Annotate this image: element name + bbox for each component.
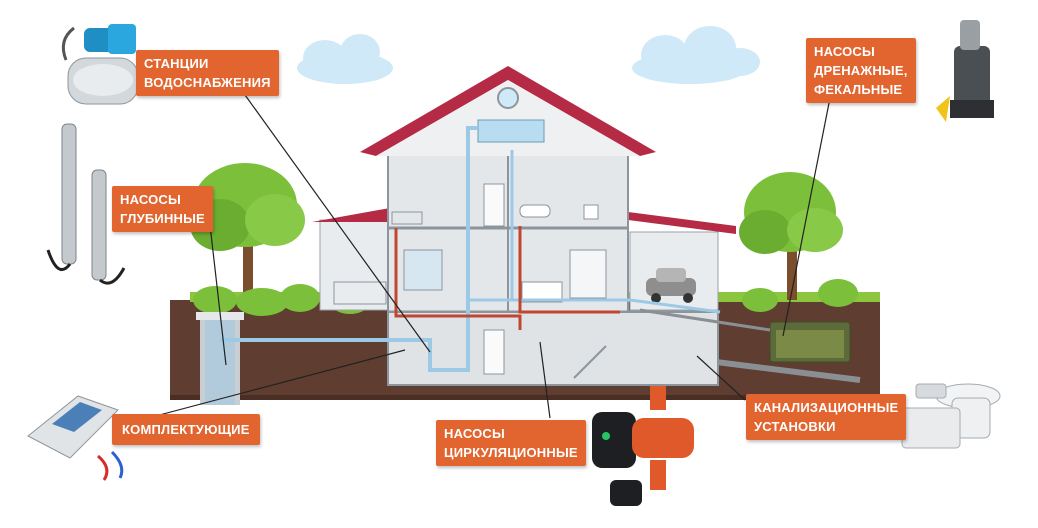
label-components[interactable]: КОМПЛЕКТУЮЩИЕ — [112, 414, 260, 445]
sewage-unit — [901, 383, 1001, 449]
label-water-stations[interactable]: СТАНЦИИ ВОДОСНАБЖЕНИЯ — [136, 50, 279, 96]
circulation-pump — [592, 386, 694, 506]
label-components-line1: КОМПЛЕКТУЮЩИЕ — [122, 422, 250, 437]
label-deep-pumps-line1: НАСОСЫ — [120, 192, 181, 207]
label-sewage-units-line2: УСТАНОВКИ — [754, 419, 836, 434]
water-station-pump — [61, 24, 139, 105]
car — [646, 268, 696, 303]
label-circulation-pumps[interactable]: НАСОСЫ ЦИРКУЛЯЦИОННЫЕ — [436, 420, 586, 466]
label-drainage-pumps-line2: ДРЕНАЖНЫЕ, — [814, 63, 908, 78]
label-sewage-units[interactable]: КАНАЛИЗАЦИОННЫЕ УСТАНОВКИ — [746, 394, 907, 440]
drainage-pump — [936, 20, 994, 122]
water-pipes — [220, 126, 771, 372]
cloud-left — [297, 34, 393, 84]
septic-tank — [769, 321, 851, 363]
label-drainage-pumps[interactable]: НАСОСЫ ДРЕНАЖНЫЕ, ФЕКАЛЬНЫЕ — [806, 38, 916, 103]
label-circulation-pumps-line2: ЦИРКУЛЯЦИОННЫЕ — [444, 445, 578, 460]
well — [196, 312, 244, 405]
label-deep-pumps-line2: ГЛУБИННЫЕ — [120, 211, 205, 226]
cloud-right — [632, 26, 760, 84]
bushes — [193, 279, 858, 316]
label-drainage-pumps-line1: НАСОСЫ — [814, 44, 875, 59]
roof — [360, 66, 656, 156]
label-deep-pumps[interactable]: НАСОСЫ ГЛУБИННЫЕ — [112, 186, 213, 232]
label-circulation-pumps-line1: НАСОСЫ — [444, 426, 505, 441]
tree-right — [739, 172, 843, 300]
label-drainage-pumps-line3: ФЕКАЛЬНЫЕ — [814, 82, 903, 97]
deep-well-pumps — [46, 123, 126, 285]
label-water-stations-line1: СТАНЦИИ — [144, 56, 209, 71]
pump-controller — [27, 395, 124, 481]
label-water-stations-line2: ВОДОСНАБЖЕНИЯ — [144, 75, 271, 90]
tree-left — [190, 163, 305, 300]
label-sewage-units-line1: КАНАЛИЗАЦИОННЫЕ — [754, 400, 899, 415]
